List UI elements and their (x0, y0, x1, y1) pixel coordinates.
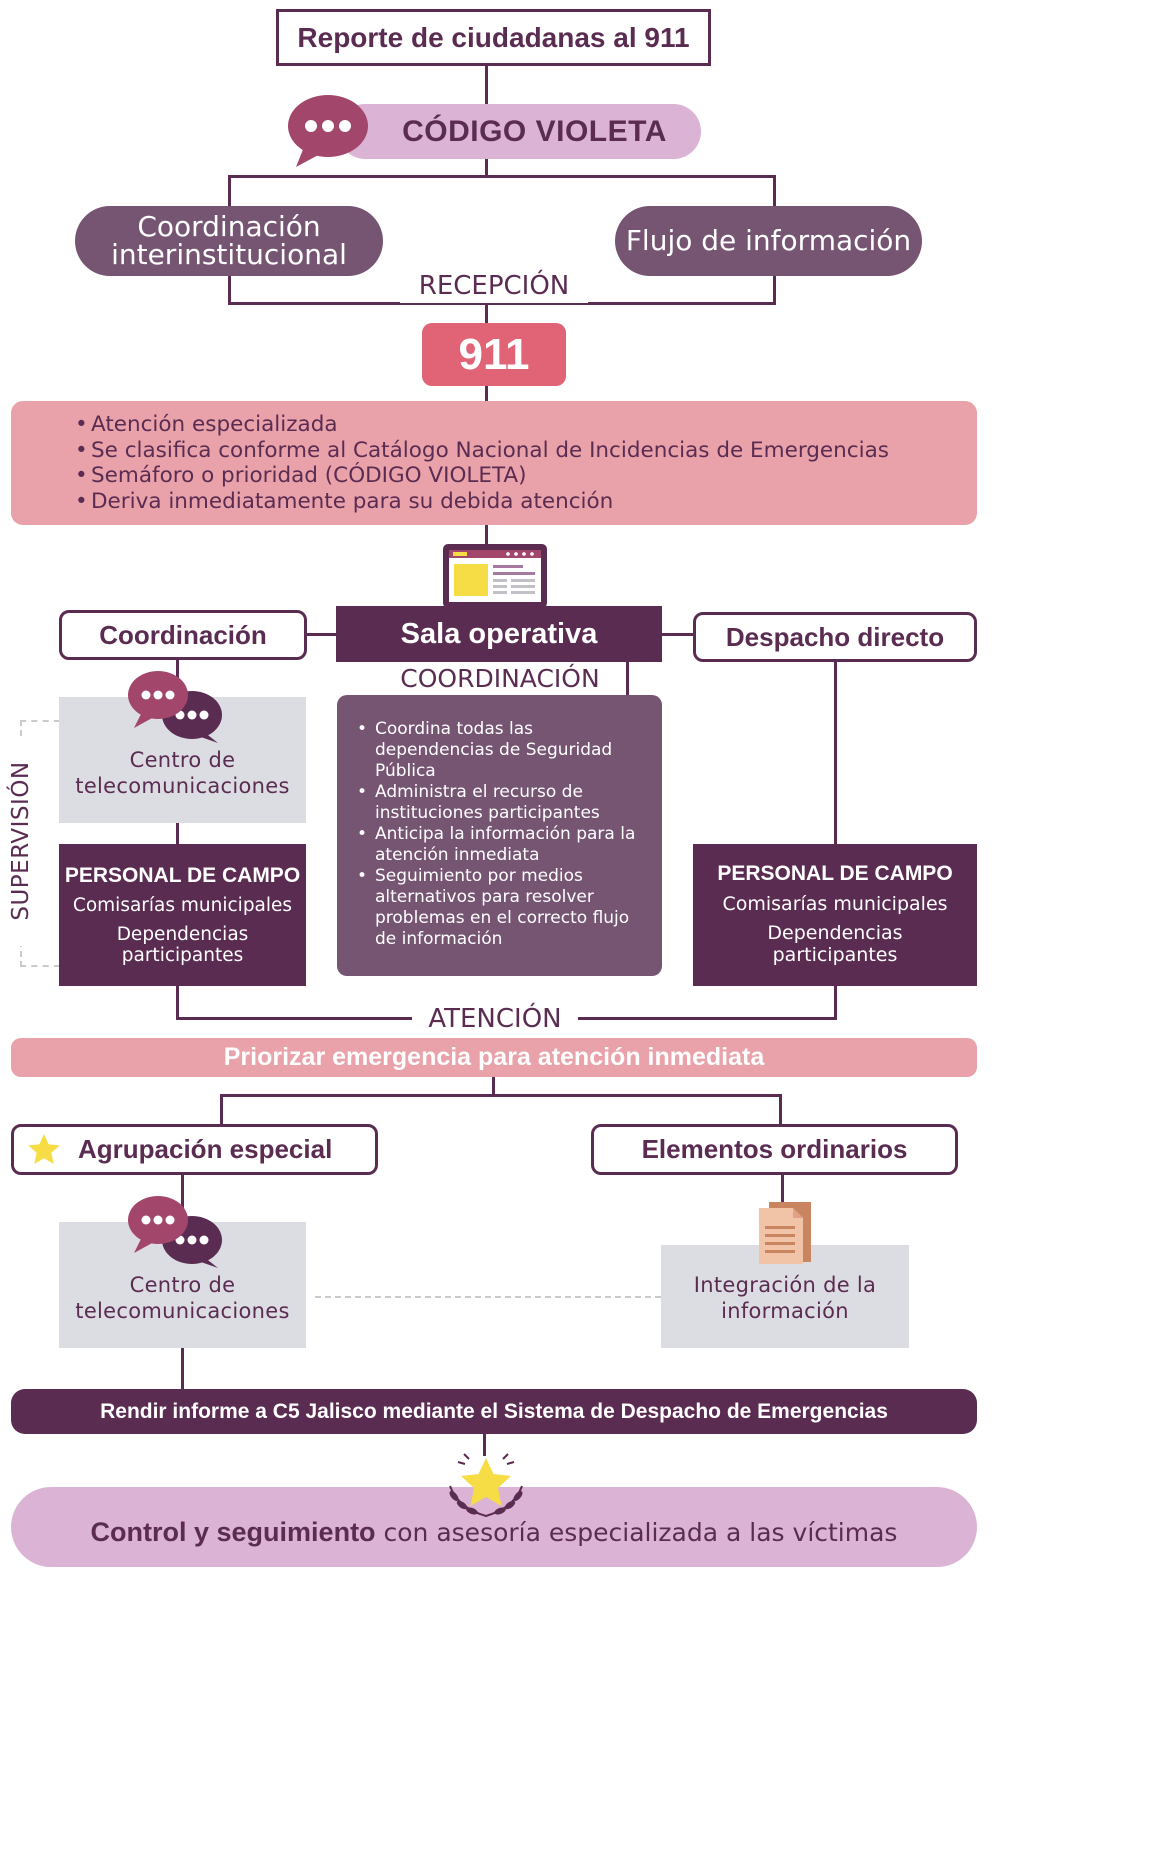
atencion-panel: •Atención especializada •Se clasifica co… (11, 401, 977, 525)
list-item: •Se clasifica conforme al Catálogo Nacio… (75, 437, 889, 463)
atencion-list: •Atención especializada •Se clasifica co… (75, 412, 977, 514)
sala-operativa-list: •Coordina todas las dependencias de Segu… (357, 719, 652, 950)
star-icon (28, 1134, 60, 1164)
list-item: •Atención especializada (75, 412, 338, 437)
chat-bubbles-icon (128, 1196, 222, 1268)
personal-campo-right-line1: Comisarías municipales (722, 893, 948, 915)
agrupacion-especial-label: Agrupación especial (78, 1134, 333, 1164)
elementos-ordinarios-label: Elementos ordinarios (641, 1134, 908, 1164)
laurel-star-icon (449, 1453, 523, 1518)
personal-campo-right-title: PERSONAL DE CAMPO (717, 862, 953, 885)
despacho-directo-label: Despacho directo (725, 621, 945, 652)
personal-campo-left: PERSONAL DE CAMPO Comisarías municipales… (59, 844, 306, 986)
list-item: •Seguimiento por medios alternativos par… (357, 866, 630, 949)
elementos-ordinarios-box: Elementos ordinarios (591, 1124, 958, 1175)
rendir-banner: Rendir informe a C5 Jalisco mediante el … (11, 1389, 977, 1434)
coordinacion-interinstitucional-label: Coordinación interinstitucional (111, 210, 347, 271)
centro-telecom-label-2: Centro de telecomunicaciones (75, 1272, 290, 1323)
personal-campo-left-line2: Dependencias participantes (116, 924, 249, 966)
centro-telecom-label-1: Centro de telecomunicaciones (75, 747, 290, 798)
list-item: •Coordina todas las dependencias de Segu… (357, 719, 613, 781)
final-rest: con asesoría especializada a las víctima… (375, 1517, 898, 1547)
report-title-box: Reporte de ciudadanas al 911 (276, 9, 711, 66)
codigo-violeta-label: CÓDIGO VIOLETA (402, 114, 667, 148)
chat-bubble-icon (288, 95, 368, 167)
list-item: •Semáforo o prioridad (CÓDIGO VIOLETA) (75, 463, 527, 488)
sala-operativa-panel: •Coordina todas las dependencias de Segu… (337, 695, 662, 976)
priorizar-label: Priorizar emergencia para atención inmed… (223, 1043, 765, 1071)
final-pill: Control y seguimiento con asesoría espec… (11, 1487, 977, 1567)
coordinacion-label: Coordinación (99, 619, 267, 650)
coordinacion-interinstitucional-pill: Coordinación interinstitucional (75, 206, 383, 276)
final-text: Control y seguimiento con asesoría espec… (91, 1517, 898, 1548)
rendir-label: Rendir informe a C5 Jalisco mediante el … (100, 1399, 888, 1423)
personal-campo-left-title: PERSONAL DE CAMPO (64, 864, 301, 887)
list-item: •Deriva inmediatamente para su debida at… (75, 488, 614, 514)
priorizar-banner: Priorizar emergencia para atención inmed… (11, 1038, 977, 1077)
report-title: Reporte de ciudadanas al 911 (297, 21, 690, 53)
despacho-directo-box: Despacho directo (693, 612, 977, 662)
final-bold: Control y seguimiento (90, 1516, 376, 1547)
personal-campo-right-line2: Dependencias participantes (767, 922, 903, 966)
recepcion-label: RECEPCIÓN (400, 269, 588, 303)
badge-911-label: 911 (458, 329, 530, 379)
coordinacion-section-label: COORDINACIÓN (378, 662, 622, 696)
atencion-label: ATENCIÓN (412, 1002, 578, 1036)
document-icon (759, 1202, 811, 1264)
laptop-icon (438, 544, 552, 619)
supervision-label: SUPERVISIÓN (6, 736, 36, 946)
list-item: •Administra el recurso de instituciones … (357, 782, 600, 823)
codigo-violeta-pill: CÓDIGO VIOLETA (338, 104, 701, 159)
chat-bubbles-icon (128, 671, 222, 743)
flujo-informacion-label: Flujo de información (625, 224, 912, 257)
personal-campo-left-line1: Comisarías municipales (72, 895, 293, 916)
integracion-label: Integración de la información (693, 1272, 877, 1323)
agrupacion-especial-box: Agrupación especial (11, 1124, 378, 1175)
flujo-informacion-pill: Flujo de información (615, 206, 922, 276)
centro-telecom-box-1: Centro de telecomunicaciones (59, 697, 306, 823)
badge-911: 911 (422, 323, 566, 386)
coordinacion-box: Coordinación (59, 610, 307, 660)
sala-operativa-label: Sala operativa (400, 617, 598, 650)
list-item: •Anticipa la información para la atenció… (357, 824, 636, 865)
sala-operativa-box: Sala operativa (336, 606, 662, 662)
personal-campo-right: PERSONAL DE CAMPO Comisarías municipales… (693, 844, 977, 986)
